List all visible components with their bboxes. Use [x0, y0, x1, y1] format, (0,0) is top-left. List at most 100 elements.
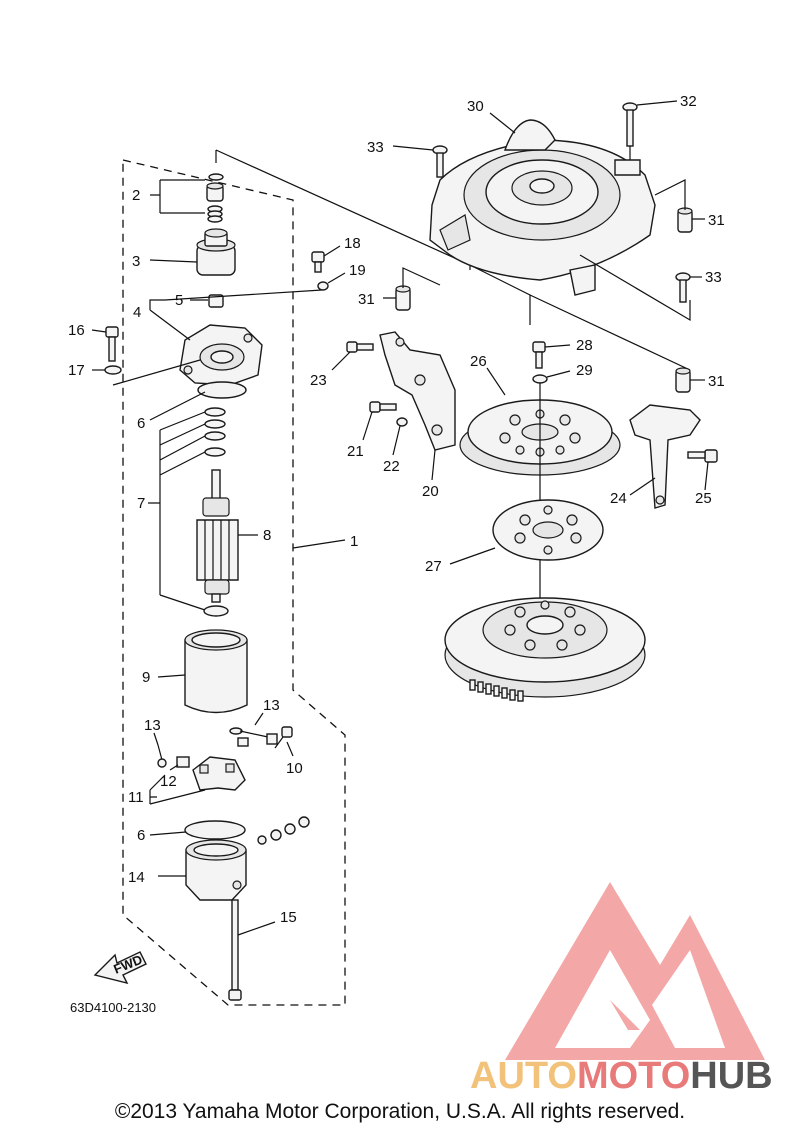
leader-33a	[392, 145, 434, 151]
seal-6-bottom	[184, 820, 246, 840]
callout-29: 29	[576, 362, 593, 379]
callout-20: 20	[422, 483, 439, 500]
bolt-21	[369, 401, 397, 413]
leader-7	[148, 411, 206, 611]
washer-17	[104, 365, 122, 375]
armature	[196, 469, 239, 603]
callout-6-top: 6	[137, 415, 145, 432]
callout-13-left: 13	[144, 717, 161, 734]
callout-24: 24	[610, 490, 627, 507]
leader-29	[546, 370, 571, 378]
bolt-23	[346, 341, 374, 353]
callout-1: 1	[350, 533, 358, 550]
callout-33-right: 33	[705, 269, 722, 286]
leader-bracket	[112, 359, 201, 386]
bolt-18	[311, 251, 325, 273]
watermark-logo	[505, 882, 765, 1060]
yoke	[184, 629, 248, 714]
callout-11: 11	[128, 789, 144, 806]
brush-13a	[157, 744, 167, 768]
starter-bracket	[179, 324, 263, 386]
callout-31-top: 31	[708, 212, 725, 229]
callout-18: 18	[344, 235, 361, 252]
leader-31-box	[579, 254, 691, 322]
leader-31b	[383, 267, 441, 299]
leader-21	[362, 411, 373, 441]
o-ring	[208, 173, 224, 181]
flywheel-plate	[492, 499, 604, 561]
leader-23	[331, 351, 351, 371]
leader-11	[149, 774, 206, 805]
callout-16: 16	[68, 322, 85, 339]
leader-6b	[149, 831, 187, 836]
callout-12: 12	[160, 773, 177, 790]
leader-25	[704, 461, 709, 491]
bolt-32	[622, 102, 638, 147]
brush-plate	[192, 756, 246, 791]
brush-12	[176, 756, 190, 768]
leader-16	[91, 329, 107, 333]
callout-25: 25	[695, 490, 712, 507]
callout-28: 28	[576, 337, 593, 354]
end-cover	[185, 839, 247, 901]
pinion-drive	[196, 228, 236, 276]
leader-13b	[254, 712, 264, 726]
leader-3	[149, 259, 198, 263]
callout-26: 26	[470, 353, 487, 370]
callout-7: 7	[137, 495, 145, 512]
leader-12	[169, 764, 179, 771]
leader-9	[157, 674, 186, 678]
leader-2	[150, 179, 205, 214]
leader-26	[486, 367, 506, 396]
washers-7	[204, 407, 226, 457]
callout-6-bottom: 6	[137, 827, 145, 844]
callout-21: 21	[347, 443, 364, 460]
callout-32: 32	[680, 93, 697, 110]
callout-13-right: 13	[263, 697, 280, 714]
leader-15	[237, 921, 276, 936]
callout-8: 8	[263, 527, 271, 544]
flywheel	[444, 597, 646, 702]
leader-6a	[149, 391, 206, 421]
washer-22	[396, 417, 408, 427]
leader-24	[629, 477, 656, 496]
callout-9: 9	[142, 669, 150, 686]
watermark-moto: MOTO	[577, 1055, 690, 1097]
leader-10	[286, 741, 294, 757]
leader-13a	[153, 732, 159, 746]
watermark-auto: AUTO	[470, 1055, 577, 1097]
leader-32	[636, 100, 678, 106]
fwd-arrow-icon	[93, 951, 147, 985]
grommet-31a	[677, 207, 693, 233]
bolt-33b	[675, 272, 691, 303]
washer-19	[317, 281, 329, 291]
ring-gear-teeth	[469, 679, 524, 702]
callout-33-left: 33	[367, 139, 384, 156]
screw-10	[274, 726, 293, 749]
callout-15: 15	[280, 909, 297, 926]
callout-31-right: 31	[708, 373, 725, 390]
watermark-hub: HUB	[690, 1055, 772, 1097]
leader-4	[149, 289, 323, 341]
bushing	[208, 294, 224, 308]
leader-22	[392, 425, 401, 456]
leader-20	[431, 449, 436, 481]
callout-4: 4	[133, 304, 141, 321]
callout-14: 14	[128, 869, 145, 886]
washer-29	[532, 374, 548, 384]
leader-1	[292, 539, 346, 549]
callout-23: 23	[310, 372, 327, 389]
callout-5: 5	[175, 292, 183, 309]
bolt-28	[532, 341, 546, 369]
flywheel-cover	[429, 119, 656, 296]
bolt-25	[687, 449, 718, 463]
diagram-code: 63D4100-2130	[70, 1000, 156, 1015]
assembly-leader-right	[529, 294, 691, 371]
callout-31-mid: 31	[358, 291, 375, 308]
callout-10: 10	[286, 760, 303, 777]
leader-31a	[654, 179, 705, 220]
bolt-33a	[432, 145, 448, 178]
callout-19: 19	[349, 262, 366, 279]
spring	[207, 205, 223, 223]
